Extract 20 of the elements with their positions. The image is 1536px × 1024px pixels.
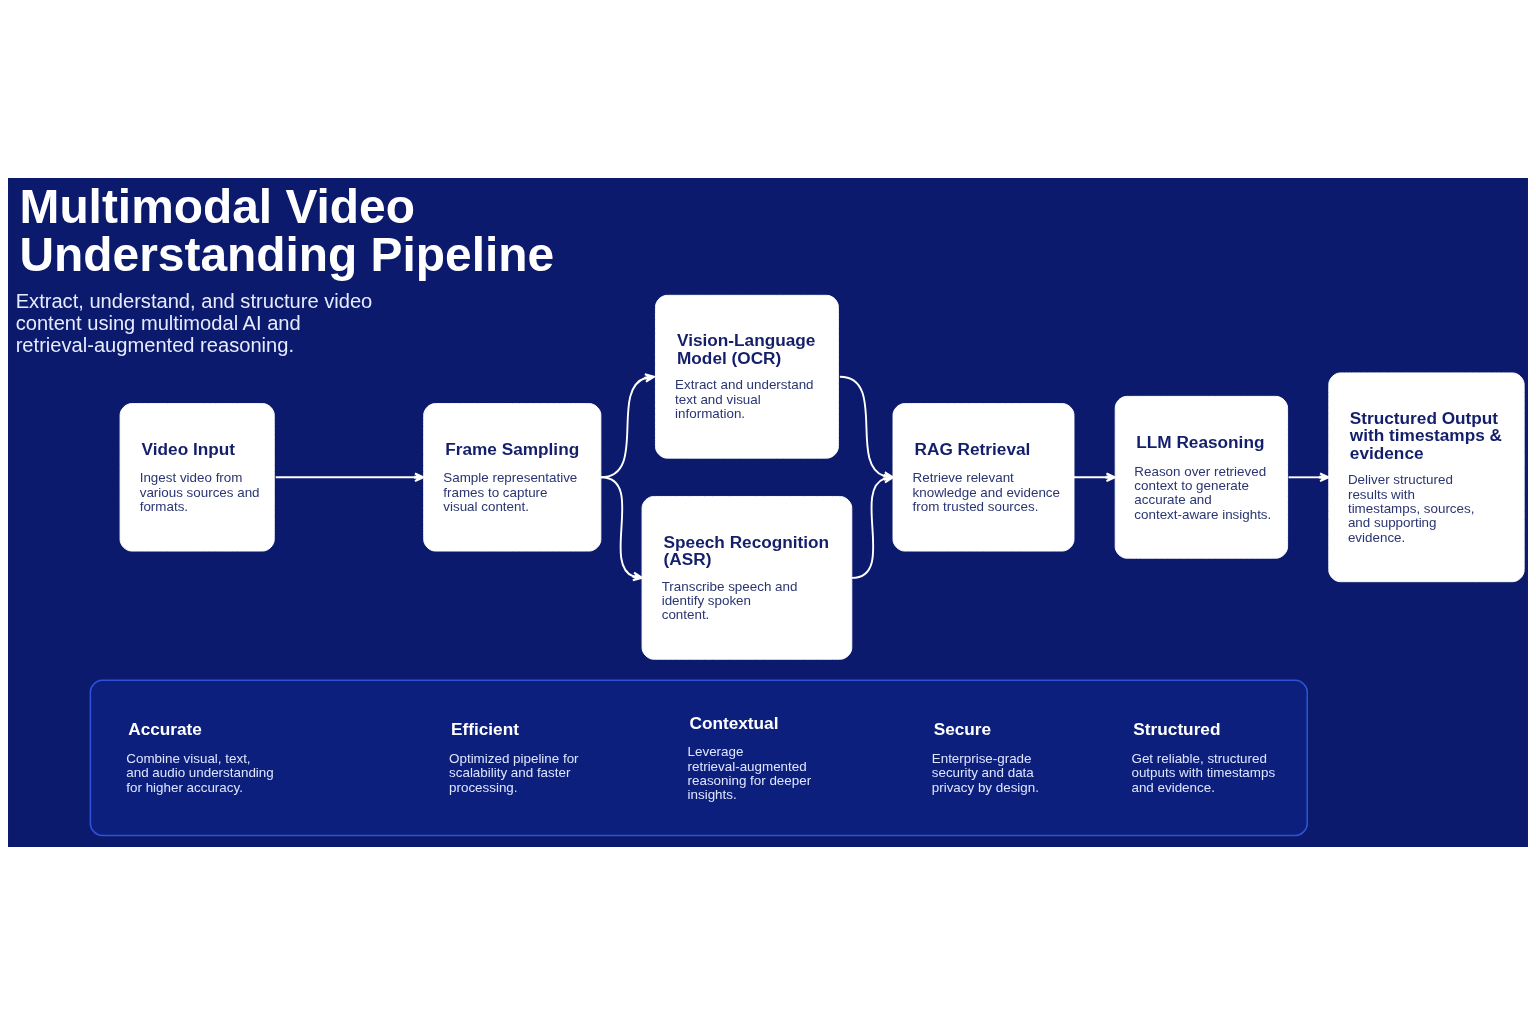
arrow	[599, 475, 643, 581]
node-text: Structured Get reliable, structured outputs with timestamps and evidence.	[1131, 718, 1276, 795]
label: Extract, understand, and structure video content using multimodal AI and retrieval-augmented reasoning.	[15, 289, 373, 356]
node-box: Structured Output with timestamps & evidence Deliver structured results with timestamps, sources, and supporting evidence.	[1328, 371, 1525, 582]
node-box: Video Input Ingest video from various sources and formats.	[119, 402, 275, 552]
arrow	[1073, 471, 1117, 482]
node-box: Vision-Language Model (OCR) Extract and understand text and visual information.	[655, 294, 839, 459]
diagram-title: Multimodal Video Understanding Pipeline	[19, 179, 555, 281]
node-text: Accurate Combine visual, text, and audio understanding for higher accuracy.	[126, 718, 274, 795]
arrow	[1287, 471, 1330, 482]
node-box: RAG Retrieval Retrieve relevant knowledge and evidence from trusted sources.	[892, 402, 1075, 552]
node-box: Speech Recognition (ASR) Transcribe speech and identify spoken content.	[641, 495, 853, 660]
node-text: Efficient Optimized pipeline for scalability and faster processing.	[449, 718, 579, 795]
node-text: Contextual Leverage retrieval-augmented reasoning for deeper insights.	[687, 712, 812, 802]
arrow	[274, 471, 425, 482]
cluster	[89, 679, 1308, 836]
node-box: LLM Reasoning Reason over retrieved context to generate accurate and context-aware insights.	[1114, 395, 1289, 559]
node-text: Secure Enterprise-grade security and data privacy by design.	[931, 718, 1039, 795]
node-box: Frame Sampling Sample representative frames to capture visual content.	[423, 402, 602, 552]
arrow	[850, 473, 894, 579]
